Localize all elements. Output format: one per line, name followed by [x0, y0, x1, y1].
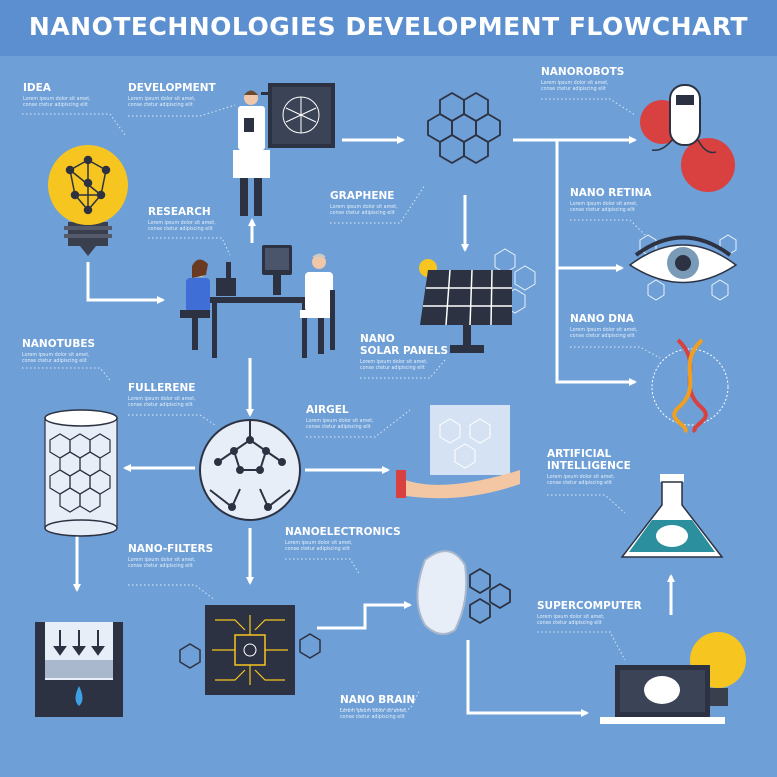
ai-flask-icon	[620, 474, 724, 558]
nanorobots-label: NANOROBOTS Lorem ipsum dolor sit amet, c…	[541, 66, 625, 92]
artificial-intelligence-description: Lorem ipsum dolor sit amet, conse ctetur…	[547, 475, 615, 486]
nano-filters-description: Lorem ipsum dolor sit amet, conse ctetur…	[128, 558, 196, 569]
nanoelectronics-chip-icon	[179, 605, 321, 695]
nano-brain-description: Lorem ipsum dolor sit amet, conse ctetur…	[340, 709, 408, 720]
research-lab-icon	[180, 245, 335, 358]
nano-dna-description: Lorem ipsum dolor sit amet, conse ctetur…	[570, 328, 638, 339]
nano-filters-icon	[35, 622, 123, 717]
nano-retina-eye-icon	[628, 234, 738, 301]
leader-lines	[22, 98, 661, 710]
supercomputer-label: SUPERCOMPUTER Lorem ipsum dolor sit amet…	[537, 600, 642, 626]
nano-brain-icon	[416, 550, 511, 635]
nanoelectronics-description: Lorem ipsum dolor sit amet, conse ctetur…	[285, 541, 353, 552]
airgel-label: AIRGEL Lorem ipsum dolor sit amet, conse…	[306, 404, 386, 431]
nano-filters-label: NANO-FILTERS Lorem ipsum dolor sit amet,…	[128, 543, 214, 569]
nanotubes-label: NANOTUBES Lorem ipsum dolor sit amet, co…	[22, 338, 102, 365]
idea-bulb-icon	[48, 145, 128, 256]
nanotubes-cylinder-icon	[44, 409, 118, 537]
flow-arrows	[73, 136, 675, 717]
graphene-lattice-icon	[427, 91, 501, 165]
supercomputer-description: Lorem ipsum dolor sit amet, conse ctetur…	[537, 615, 605, 626]
nano-brain-label: NANO BRAIN Lorem ipsum dolor sit amet, c…	[340, 694, 420, 721]
airgel-cube-icon	[396, 405, 520, 499]
nano-dna-label: NANO DNA Lorem ipsum dolor sit amet, con…	[570, 313, 650, 340]
graphene-label: GRAPHENE Lorem ipsum dolor sit amet, con…	[330, 190, 410, 217]
nano-retina-description: Lorem ipsum dolor sit amet, conse ctetur…	[570, 202, 638, 213]
supercomputer-icon	[600, 632, 746, 724]
development-description: Lorem ipsum dolor sit amet, conse ctetur…	[128, 97, 196, 108]
page-title: NANOTECHNOLOGIES DEVELOPMENT FLOWCHART	[28, 12, 749, 41]
nanorobots-icon	[640, 84, 735, 192]
nano-retina-label: NANO RETINA Lorem ipsum dolor sit amet, …	[570, 187, 652, 213]
nano-solar-panel-icon	[419, 248, 536, 353]
title-banner	[0, 0, 777, 56]
fullerene-description: Lorem ipsum dolor sit amet, conse ctetur…	[128, 397, 196, 408]
development-scientist-icon	[233, 83, 335, 216]
nanoelectronics-label: NANOELECTRONICS Lorem ipsum dolor sit am…	[285, 526, 401, 552]
nano-solar-panels-label: NANO SOLAR PANELS Lorem ipsum dolor sit …	[360, 333, 449, 371]
artificial-intelligence-label: ARTIFICIAL INTELLIGENCE Lorem ipsum dolo…	[547, 448, 631, 486]
fullerene-label: FULLERENE Lorem ipsum dolor sit amet, co…	[128, 382, 208, 409]
graphene-description: Lorem ipsum dolor sit amet, conse ctetur…	[330, 205, 398, 216]
nanorobots-description: Lorem ipsum dolor sit amet, conse ctetur…	[541, 81, 609, 92]
research-label: RESEARCH Lorem ipsum dolor sit amet, con…	[148, 206, 228, 233]
idea-label: IDEA Lorem ipsum dolor sit amet, conse c…	[23, 82, 103, 109]
nano-solar-panels-description: Lorem ipsum dolor sit amet, conse ctetur…	[360, 360, 428, 371]
airgel-description: Lorem ipsum dolor sit amet, conse ctetur…	[306, 419, 374, 430]
idea-description: Lorem ipsum dolor sit amet, conse ctetur…	[23, 97, 91, 108]
fullerene-icon	[199, 419, 301, 521]
development-label: DEVELOPMENT Lorem ipsum dolor sit amet, …	[128, 82, 216, 108]
research-description: Lorem ipsum dolor sit amet, conse ctetur…	[148, 221, 216, 232]
nano-dna-icon	[651, 338, 729, 434]
nanotubes-description: Lorem ipsum dolor sit amet, conse ctetur…	[22, 353, 90, 364]
